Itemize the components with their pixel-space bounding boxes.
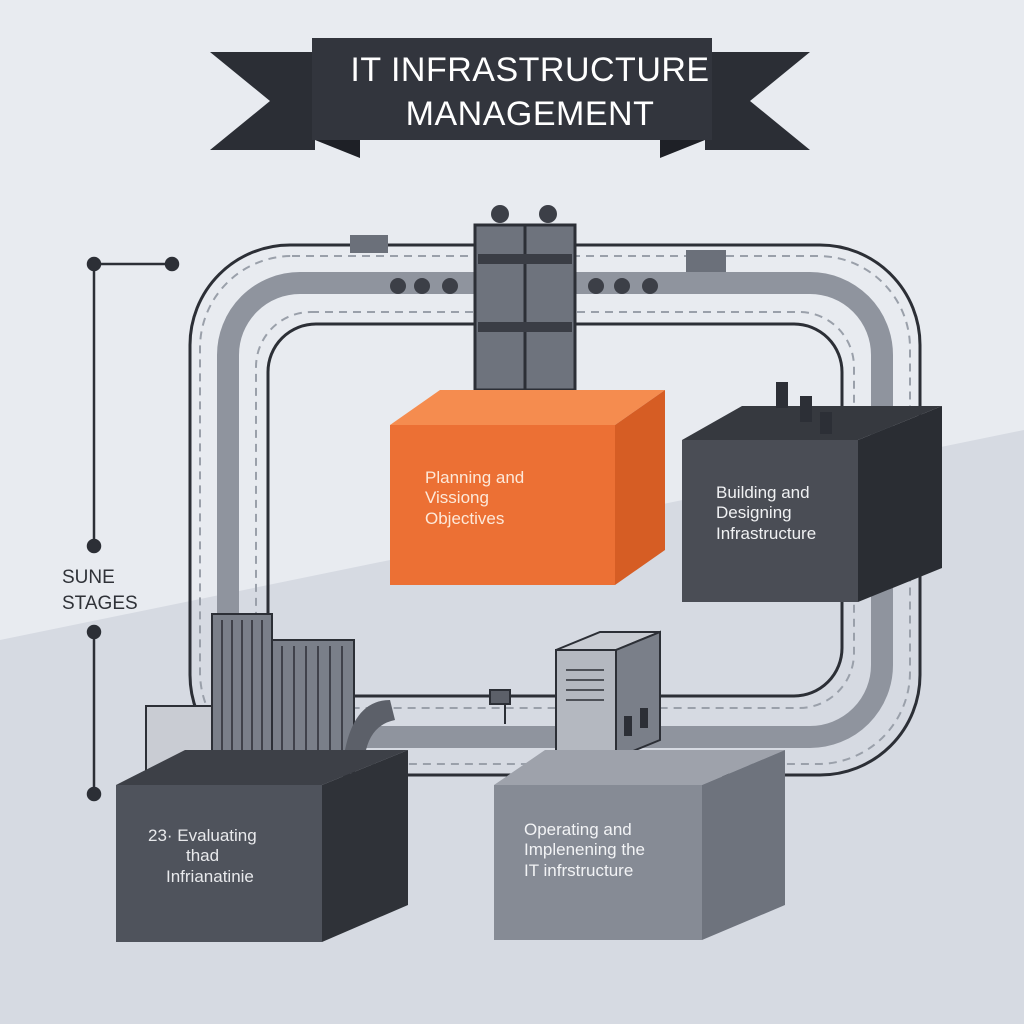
stage-box-operating bbox=[494, 750, 785, 940]
stage-label-planning: Planning and Vissiong Objectives bbox=[425, 468, 524, 529]
gear-icon bbox=[539, 205, 557, 223]
stage-label-line: Objectives bbox=[425, 508, 505, 528]
stage-box-evaluating bbox=[116, 750, 408, 942]
chip-cluster-icon bbox=[350, 235, 388, 253]
gear-icon bbox=[588, 278, 604, 294]
page-title: IT INFRASTRUCTURE MANAGEMENT bbox=[330, 48, 730, 136]
stage-label-line: Operating and bbox=[524, 820, 632, 839]
side-label-line-2: STAGES bbox=[62, 592, 138, 614]
bracket-node-end bbox=[164, 256, 180, 272]
connector-icon bbox=[820, 412, 832, 434]
bracket-node-mid-lower bbox=[86, 624, 102, 640]
stage-label-operating: Operating and Implenening the IT infrstr… bbox=[524, 820, 645, 881]
stage-label-building: Building and Designing Infrastructure bbox=[716, 483, 816, 544]
stage-box-building bbox=[682, 382, 942, 602]
banner-left-fold bbox=[315, 140, 360, 158]
bracket-node-mid-upper bbox=[86, 538, 102, 554]
gear-icon bbox=[614, 278, 630, 294]
stage-label-line: Vissiong bbox=[425, 488, 489, 508]
title-line-1: IT INFRASTRUCTURE bbox=[350, 51, 710, 89]
gear-icon bbox=[390, 278, 406, 294]
server-rack bbox=[473, 223, 577, 414]
banner-ribbon bbox=[312, 38, 712, 140]
gear-icon bbox=[642, 278, 658, 294]
server-unit-icon bbox=[489, 630, 661, 760]
gear-icon bbox=[491, 205, 509, 223]
title-line-2: MANAGEMENT bbox=[405, 95, 655, 133]
side-label-line-1: SUNE bbox=[62, 567, 115, 588]
stage-label-line: Infrianatinie bbox=[166, 866, 254, 886]
stage-label-line: Planning and bbox=[425, 468, 525, 487]
stage-label-line: Implenening the bbox=[524, 840, 645, 860]
stage-label-line: Designing bbox=[716, 503, 792, 523]
stage-label-line: Building and bbox=[716, 483, 810, 502]
gear-icon bbox=[442, 278, 458, 294]
connector-icon bbox=[800, 396, 812, 422]
stage-bracket bbox=[86, 256, 180, 802]
satellite-dish-icon bbox=[345, 700, 395, 755]
title-banner bbox=[210, 38, 810, 158]
stage-label-line: 23· Evaluating bbox=[148, 826, 257, 845]
robot-arm-icon bbox=[489, 689, 511, 724]
stage-label-evaluating: 23· Evaluating thad Infrianatinie bbox=[148, 826, 257, 887]
stage-label-line: IT infrstructure bbox=[524, 860, 634, 880]
chip-cluster-icon bbox=[686, 250, 726, 272]
banner-left-tail bbox=[210, 52, 315, 150]
stage-box-planning bbox=[390, 390, 665, 585]
bracket-node-top bbox=[86, 256, 102, 272]
stage-label-line: Infrastructure bbox=[716, 523, 817, 543]
banner-right-tail bbox=[705, 52, 810, 150]
gear-icon bbox=[414, 278, 430, 294]
stages-side-label: SUNE STAGES bbox=[62, 565, 138, 616]
track-decorations bbox=[350, 205, 726, 294]
bracket-node-bottom bbox=[86, 786, 102, 802]
stage-label-line: thad bbox=[186, 846, 220, 866]
banner-right-fold bbox=[660, 140, 705, 158]
connector-icon bbox=[776, 382, 788, 408]
